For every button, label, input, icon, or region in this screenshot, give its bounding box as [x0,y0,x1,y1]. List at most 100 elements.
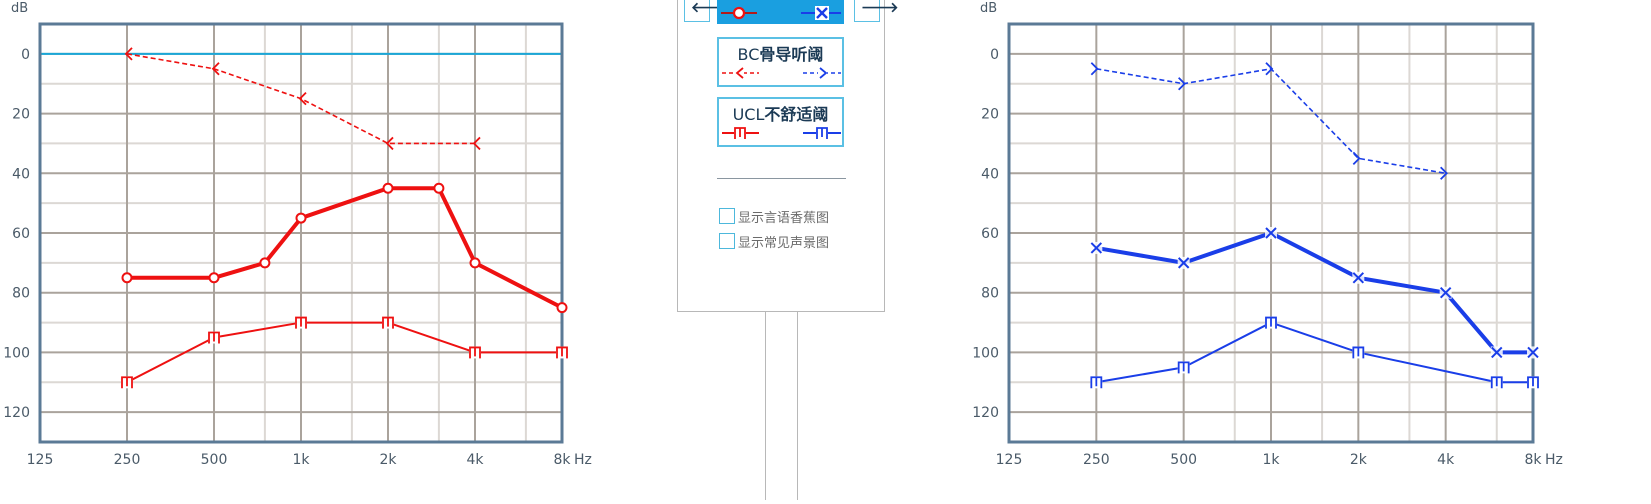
data-point-marker[interactable] [295,316,307,329]
plot-frame [38,22,564,444]
data-point-marker[interactable] [472,136,481,151]
data-point-marker[interactable] [1527,346,1539,359]
data-point-marker[interactable] [121,376,133,389]
y-unit-label: dB [11,1,28,16]
banana-chart-toggle[interactable]: 显示言语香蕉图 [719,207,830,226]
y-tick-label: 120 [3,405,30,421]
panel-divider [717,178,846,179]
series-circle [121,182,568,314]
data-point-marker[interactable] [1265,316,1277,329]
data-point-marker[interactable] [259,257,271,269]
data-point-marker[interactable] [1440,166,1448,180]
data-point-marker[interactable] [1090,62,1099,76]
data-point-marker[interactable] [382,316,394,329]
plot-frame [1007,22,1535,444]
x-tick-label: 125 [996,452,1023,468]
data-point-marker[interactable] [556,346,568,359]
ucl-left-marker-icon [722,126,759,139]
x-tick-label: 125 [27,452,54,468]
data-point-marker[interactable] [1177,256,1190,269]
data-point-marker[interactable] [433,182,445,194]
y-tick-label: 40 [981,166,999,182]
soundscape-toggle[interactable]: 显示常见声景图 [719,232,830,251]
data-point-marker[interactable] [469,257,481,269]
series-Π [121,316,568,389]
y-tick-label: 0 [990,47,999,63]
bc-right-marker-icon [803,67,841,79]
arrow-right-icon: 🡒 [861,0,899,16]
prev-button[interactable]: 🡐 [684,0,729,22]
panel-stem-right [797,311,798,500]
x-tick-label: 8k [1524,452,1542,468]
y-tick-label: 80 [981,286,999,302]
circle-marker-icon [721,6,757,20]
panel-stem-left [765,311,766,500]
series-Π [1090,316,1539,389]
data-point-marker[interactable] [208,272,220,284]
series-> [1090,62,1448,180]
data-point-marker[interactable] [1090,376,1103,389]
x-tick-label: 250 [1083,452,1110,468]
x-unit-label: Hz [1545,452,1563,468]
data-point-marker[interactable] [1177,361,1190,374]
soundscape-checkbox[interactable] [719,233,735,249]
data-point-marker[interactable] [1265,62,1274,76]
ucl-right-marker-icon [803,126,841,139]
x-tick-label: 250 [114,452,141,468]
y-tick-label: 100 [972,345,999,361]
series-< [124,47,481,151]
data-point-marker[interactable] [1352,346,1365,359]
y-tick-label: 100 [3,345,30,361]
soundscape-label: 显示常见声景图 [738,235,830,251]
data-point-marker[interactable] [295,212,307,224]
ucl-legend-button[interactable]: UCL不舒适阈 [717,97,844,147]
data-point-marker[interactable] [1352,271,1365,284]
x-tick-label: 500 [1170,452,1197,468]
y-tick-label: 80 [12,286,30,302]
data-point-marker[interactable] [1352,151,1361,165]
data-point-marker[interactable] [1439,286,1452,299]
data-point-marker[interactable] [1490,346,1503,359]
data-point-marker[interactable] [1090,241,1103,254]
x-tick-label: 2k [379,452,397,468]
y-tick-label: 60 [981,226,999,242]
data-point-marker[interactable] [1527,376,1539,389]
data-point-marker[interactable] [1178,77,1186,91]
data-point-marker[interactable] [298,92,307,106]
y-tick-label: 120 [972,405,999,421]
ucl-legend-symbols [722,126,841,139]
x-tick-label: 4k [1437,452,1455,468]
data-point-marker[interactable] [211,62,220,76]
ucl-legend-title: UCL不舒适阈 [732,105,829,124]
banana-chart-label: 显示言语香蕉图 [738,210,830,226]
x-marker-icon [801,6,841,20]
data-point-marker[interactable] [556,302,568,314]
ac-legend-button[interactable] [717,0,844,24]
data-point-marker[interactable] [121,272,133,284]
y-unit-label: dB [980,1,997,16]
x-tick-label: 4k [466,452,484,468]
data-point-marker[interactable] [1265,227,1277,239]
data-point-marker[interactable] [385,136,394,151]
bc-legend-button[interactable]: BC骨导听阈 [717,37,844,87]
y-tick-label: 60 [12,226,30,242]
data-point-marker[interactable] [382,182,394,194]
x-unit-label: Hz [574,452,592,468]
data-point-marker[interactable] [124,47,133,61]
data-point-marker[interactable] [208,331,220,344]
ac-legend-symbols [721,6,841,20]
x-tick-label: 500 [201,452,228,468]
data-point-marker[interactable] [469,346,481,359]
x-tick-label: 2k [1350,452,1368,468]
bc-legend-symbols [722,67,841,79]
y-tick-label: 40 [12,166,30,182]
bc-legend-title: BC骨导听阈 [737,45,824,64]
next-button[interactable]: 🡒 [854,0,899,22]
major-grid [40,24,562,442]
banana-chart-checkbox[interactable] [719,208,735,224]
data-point-marker[interactable] [1490,376,1503,389]
